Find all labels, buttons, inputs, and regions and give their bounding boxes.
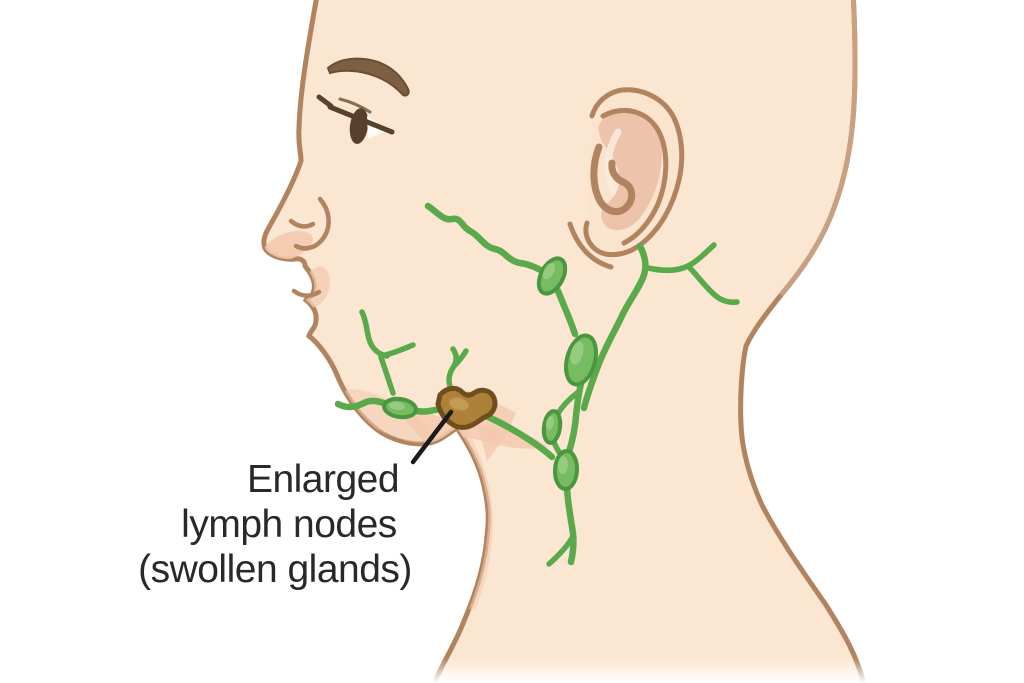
- under-nose-shadow: [263, 230, 313, 262]
- neck-chain-fork: [546, 535, 575, 567]
- bottom-fade: [0, 658, 1024, 683]
- pointer-line: [410, 409, 454, 465]
- neck-chain-lower: [563, 484, 577, 566]
- node-to-chain-vessel: [480, 411, 556, 461]
- cheek-lower-stem: [378, 354, 396, 396]
- ear-attachment-curve: [567, 221, 614, 270]
- back-head-outline: [779, 0, 858, 297]
- neck-front-shadow: [457, 427, 493, 610]
- label-line-3: (swollen glands): [138, 548, 412, 591]
- vessel-nodeA-to-nodeB: [554, 287, 579, 338]
- lymph-node-e: [552, 449, 580, 491]
- nape-branch-fork: [685, 263, 740, 305]
- ear-highlight: [604, 128, 622, 196]
- enlarged-lymph-node: [435, 385, 498, 430]
- nostril-slit: [288, 218, 316, 229]
- nostril-curve: [293, 196, 331, 251]
- lymph-node-d: [541, 409, 563, 445]
- lymph-node-b: [564, 333, 598, 387]
- eyelash-tick: [316, 94, 334, 109]
- cheek-upper-vessel: [424, 202, 550, 277]
- jaw-vessel: [334, 397, 392, 411]
- ear: [567, 87, 685, 270]
- under-ear-vessel: [580, 242, 649, 412]
- ear-antihelix-curve: [600, 107, 669, 246]
- eyelid-crease: [338, 97, 372, 114]
- eyebrow: [326, 57, 410, 97]
- mouth-line: [291, 288, 322, 298]
- lymph-node-a: [536, 256, 568, 296]
- lymph-node-jaw: [382, 396, 418, 420]
- lymphatic-network: [334, 202, 740, 567]
- node-sprout-twig: [451, 348, 469, 369]
- label-line-1: Enlarged: [246, 458, 400, 501]
- ear-concha-hook: [590, 143, 636, 215]
- cheek-lower-branch: [382, 342, 416, 358]
- face-features: [288, 57, 410, 298]
- label-line-2: lymph nodes: [181, 503, 397, 546]
- upper-eyelid-line: [327, 104, 395, 135]
